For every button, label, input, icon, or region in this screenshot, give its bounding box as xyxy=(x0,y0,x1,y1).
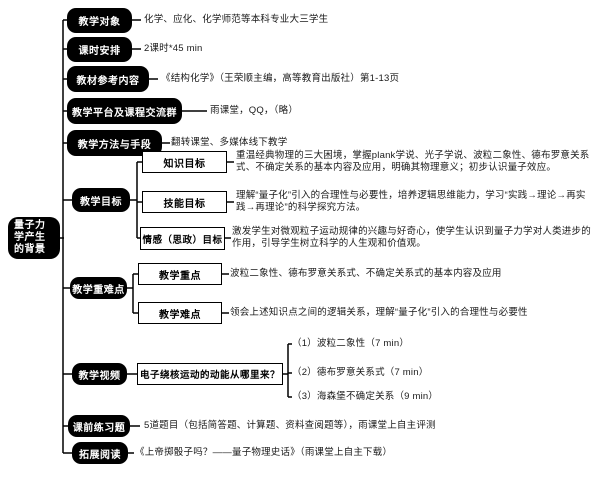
sub-node-difficult-points: 教学难点 xyxy=(138,302,222,324)
sub-node-skill-objective: 技能目标 xyxy=(142,191,227,213)
note-teaching-object: 化学、应化、化学师范等本科专业大三学生 xyxy=(144,14,329,25)
sub-node-knowledge-objective: 知识目标 xyxy=(142,151,227,173)
branch-node-class-hours: 课时安排 xyxy=(67,37,132,62)
note-skill-objective: 理解“量子化”引入的合理性与必要性，培养逻辑思维能力，学习“实践→理论→再实践→… xyxy=(236,190,586,213)
note-emotion-objective: 激发学生对微观粒子运动规律的兴趣与好奇心，使学生认识到量子力学对人类进步的作用，… xyxy=(232,226,591,249)
note-key-points: 波粒二象性、德布罗意关系式、不确定关系式的基本内容及应用 xyxy=(230,268,502,279)
note-extended-reading: 《上帝掷骰子吗？——量子物理史话》（雨课堂上自主下载） xyxy=(135,447,393,458)
video-item-3: （3）海森堡不确定关系（9 min） xyxy=(292,391,439,402)
branch-node-teaching-objectives: 教学目标 xyxy=(72,188,130,212)
note-difficult-points: 领会上述知识点之间的逻辑关系，理解“量子化”引入的合理性与必要性 xyxy=(230,307,528,318)
sub-node-key-points: 教学重点 xyxy=(138,263,222,285)
note-knowledge-objective: 重温经典物理的三大困境，掌握plank学说、光子学说、波粒二象性、德布罗意关系式… xyxy=(236,150,590,173)
branch-node-extended-reading: 拓展阅读 xyxy=(72,442,128,464)
video-topic-box: 电子绕核运动的动能从哪里来？ xyxy=(137,363,283,385)
video-item-2: （2）德布罗意关系式（7 min） xyxy=(292,367,429,378)
sub-node-emotion-objective: 情感（思政）目标 xyxy=(140,227,225,250)
branch-node-teaching-videos: 教学视频 xyxy=(72,363,127,385)
branch-node-key-difficult-points: 教学重难点 xyxy=(70,277,127,299)
video-item-1: （1）波粒二象性（7 min） xyxy=(292,338,410,349)
branch-node-reference-material: 教材参考内容 xyxy=(67,66,149,92)
root-node: 量子力学产生的背景 xyxy=(8,217,60,259)
note-preclass-exercises: 5道题目（包括简答题、计算题、资料查阅题等），雨课堂上自主评测 xyxy=(144,420,436,431)
note-platform-group: 雨课堂，QQ，（略） xyxy=(210,105,299,116)
branch-node-preclass-exercises: 课前练习题 xyxy=(68,415,130,437)
note-class-hours: 2课时*45 min xyxy=(144,43,203,54)
branch-node-platform-group: 教学平台及课程交流群 xyxy=(67,98,182,124)
note-reference-material: 《结构化学》（王荣顺主编，高等教育出版社）第1-13页 xyxy=(161,73,400,84)
branch-node-teaching-object: 教学对象 xyxy=(67,8,132,33)
note-teaching-method: 翻转课堂、多媒体线下教学 xyxy=(171,137,288,148)
